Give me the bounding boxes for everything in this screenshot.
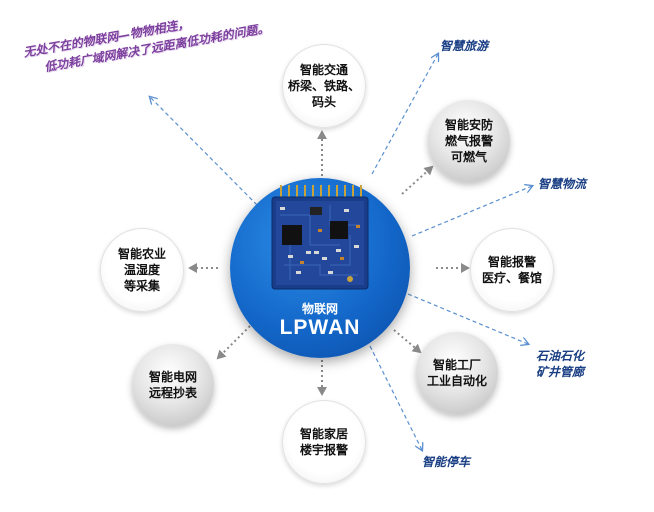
arrow-to-logistics [411, 186, 532, 237]
node-detail: 远程抄表 [148, 386, 197, 400]
leaf-line: 石油石化 [536, 349, 585, 363]
node-title: 智能交通 [299, 63, 348, 77]
node-smart-home: 智能家居 楼宇报警 [282, 400, 366, 484]
node-detail: 工业自动化 [426, 374, 487, 388]
node-title: 智能安防 [444, 118, 493, 132]
leaf-smart-tourism: 智慧旅游 [440, 39, 489, 53]
node-detail: 等采集 [123, 279, 160, 293]
node-detail: 燃气报警 [444, 134, 493, 148]
node-smart-grid: 智能电网 远程抄表 [132, 344, 214, 426]
node-smart-security: 智能安防 燃气报警 可燃气 [428, 100, 510, 182]
hub-label-en: LPWAN [279, 316, 361, 339]
lpwan-module-icon [271, 185, 369, 290]
node-smart-factory: 智能工厂 工业自动化 [416, 332, 498, 414]
node-title: 智能农业 [117, 247, 166, 261]
arrow-to-security [401, 165, 434, 195]
leaf-line: 矿井管廊 [536, 365, 585, 379]
leaf-smart-parking: 智能停车 [422, 455, 471, 469]
hub-label-cn: 物联网 [301, 302, 338, 316]
node-detail: 可燃气 [450, 150, 487, 164]
node-title: 智能工厂 [432, 358, 481, 372]
node-smart-alarm: 智能报警 医疗、餐馆 [470, 228, 554, 312]
node-detail: 码头 [311, 95, 336, 109]
node-detail: 温湿度 [123, 263, 160, 277]
leaf-smart-logistics: 智慧物流 [538, 177, 587, 191]
node-detail: 医疗、餐馆 [481, 271, 542, 285]
arrow-to-parking [369, 345, 422, 450]
arrow-to-tourism [371, 54, 438, 175]
node-title: 智能家居 [299, 427, 348, 441]
arrow-to-petro [407, 293, 528, 344]
node-title: 智能报警 [487, 255, 536, 269]
arrow-to-slogan [150, 97, 263, 211]
leaf-petrochemical: 石油石化 矿井管廊 [536, 348, 584, 380]
node-detail: 桥梁、铁路、 [287, 79, 360, 93]
node-smart-agriculture: 智能农业 温湿度 等采集 [100, 228, 184, 312]
node-detail: 楼宇报警 [299, 443, 348, 457]
node-title: 智能电网 [148, 370, 197, 384]
arrow-to-factory [393, 329, 422, 354]
node-smart-traffic: 智能交通 桥梁、铁路、 码头 [282, 44, 366, 128]
